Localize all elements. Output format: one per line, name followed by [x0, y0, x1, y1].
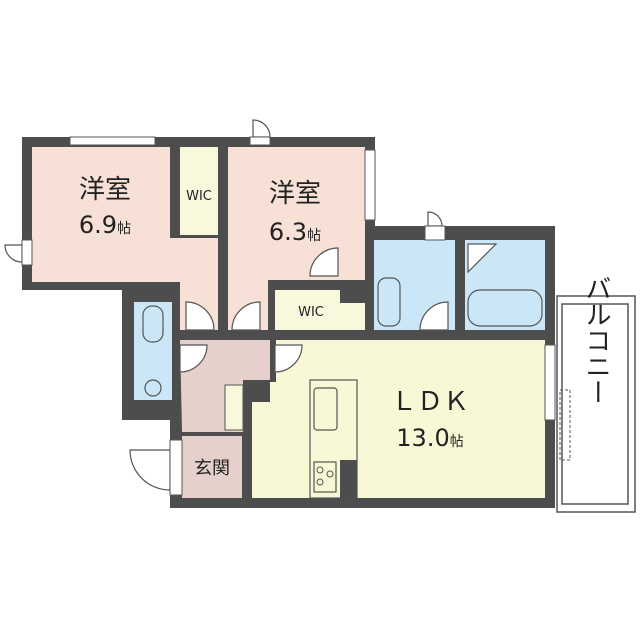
- wic-1-label: WIC: [186, 189, 212, 204]
- stove-icon: [313, 461, 337, 493]
- toilet-bowl-icon: [144, 379, 162, 397]
- western-room-2-name: 洋室: [269, 179, 321, 209]
- ldk-name: ＬＤＫ: [391, 387, 469, 417]
- washbasin-icon: [377, 277, 401, 327]
- wic-2-label: WIC: [298, 305, 324, 320]
- sink-icon: [313, 387, 338, 431]
- balcony: [556, 295, 636, 513]
- entrance-label: 玄関: [194, 458, 230, 479]
- doors[interactable]: [4, 119, 498, 491]
- shoe-closet: [224, 384, 244, 431]
- ldk-size: 13.0帖: [396, 424, 463, 452]
- ldk: [252, 340, 545, 498]
- toilet-icon: [142, 305, 164, 343]
- windows: [21, 136, 556, 496]
- western-room-1-size: 6.9帖: [79, 211, 131, 239]
- balcony-label: バルコニー: [581, 275, 611, 405]
- entrance: [182, 436, 242, 498]
- western-room-2-size: 6.3帖: [269, 218, 321, 246]
- bathtub-icon: [467, 289, 543, 327]
- western-room-2: [228, 147, 365, 330]
- kitchen-counter: [309, 379, 358, 499]
- wic-1: [180, 147, 218, 235]
- western-room-1-name: 洋室: [79, 175, 131, 205]
- wic-2: [275, 290, 365, 330]
- western-room-1: [32, 147, 218, 330]
